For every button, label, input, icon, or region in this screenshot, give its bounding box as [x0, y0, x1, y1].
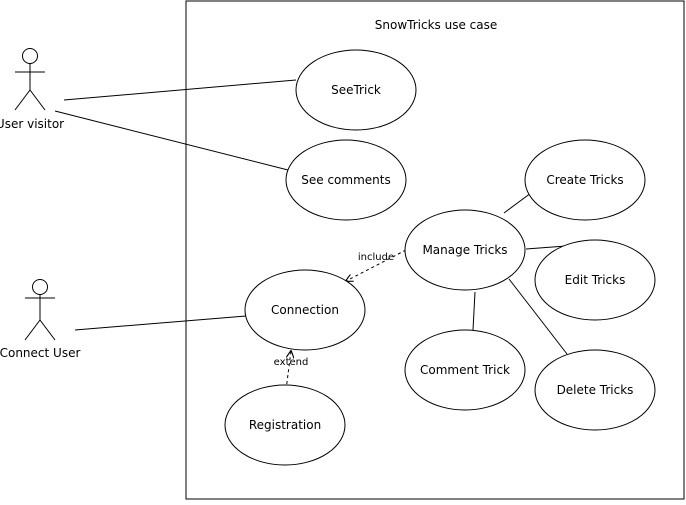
usecase-label: Connection	[271, 303, 339, 317]
usecase-ellipse	[295, 49, 417, 131]
usecase-label: Create Tricks	[546, 173, 623, 187]
actor-label-visitor: User visitor	[0, 117, 64, 131]
usecase-delete-tricks[interactable]: Delete Tricks	[534, 349, 656, 431]
usecase-see-comments[interactable]: See comments	[285, 139, 407, 221]
usecase-ellipse	[524, 139, 646, 221]
actor-connect-user[interactable]: Connect User	[0, 279, 80, 361]
usecase-ellipse	[244, 269, 366, 351]
association-manage-comment[interactable]	[472, 291, 476, 331]
usecase-ellipse	[285, 139, 407, 221]
usecase-comment-trick[interactable]: Comment Trick	[404, 329, 526, 411]
system-boundary[interactable]	[185, 0, 685, 500]
include-relation[interactable]	[346, 249, 407, 281]
usecase-registration[interactable]: Registration	[224, 384, 346, 466]
usecase-create-tricks[interactable]: Create Tricks	[524, 139, 646, 221]
association-visitor-seecomments[interactable]	[54, 110, 289, 171]
usecase-label: Edit Tricks	[565, 273, 626, 287]
usecase-label: See comments	[301, 173, 390, 187]
usecase-label: Delete Tricks	[557, 383, 634, 397]
usecase-ellipse	[224, 384, 346, 466]
extend-label: extend	[274, 357, 309, 368]
association-visitor-seetrick[interactable]	[63, 79, 297, 101]
include-label: include	[358, 252, 394, 263]
actor-left-leg	[14, 89, 31, 111]
association-manage-delete[interactable]	[508, 278, 568, 355]
actor-head	[22, 48, 38, 64]
usecase-manage-tricks[interactable]: Manage Tricks	[404, 209, 526, 291]
actor-left-leg	[24, 319, 41, 341]
association-manage-edit[interactable]	[525, 245, 567, 250]
usecase-ellipse	[404, 329, 526, 411]
association-connectuser-connection[interactable]	[74, 315, 247, 331]
usecase-label: SeeTrick	[331, 83, 381, 97]
actor-right-leg	[29, 89, 46, 111]
usecase-ellipse	[534, 239, 656, 321]
usecase-connection[interactable]: Connection	[244, 269, 366, 351]
system-title: SnowTricks use case	[375, 18, 497, 32]
actor-label-connected: Connect User	[0, 346, 80, 360]
actor-head	[32, 279, 48, 295]
actor-user-visitor[interactable]: User visitor	[0, 48, 64, 132]
usecase-ellipse	[404, 209, 526, 291]
usecase-label: Comment Trick	[420, 363, 510, 377]
extend-relation[interactable]	[285, 351, 291, 391]
usecase-label: Registration	[249, 418, 321, 432]
usecase-label: Manage Tricks	[422, 243, 507, 257]
actor-right-leg	[39, 319, 56, 341]
usecase-edit-tricks[interactable]: Edit Tricks	[534, 239, 656, 321]
usecase-ellipse	[534, 349, 656, 431]
usecase-see-trick[interactable]: SeeTrick	[295, 49, 417, 131]
